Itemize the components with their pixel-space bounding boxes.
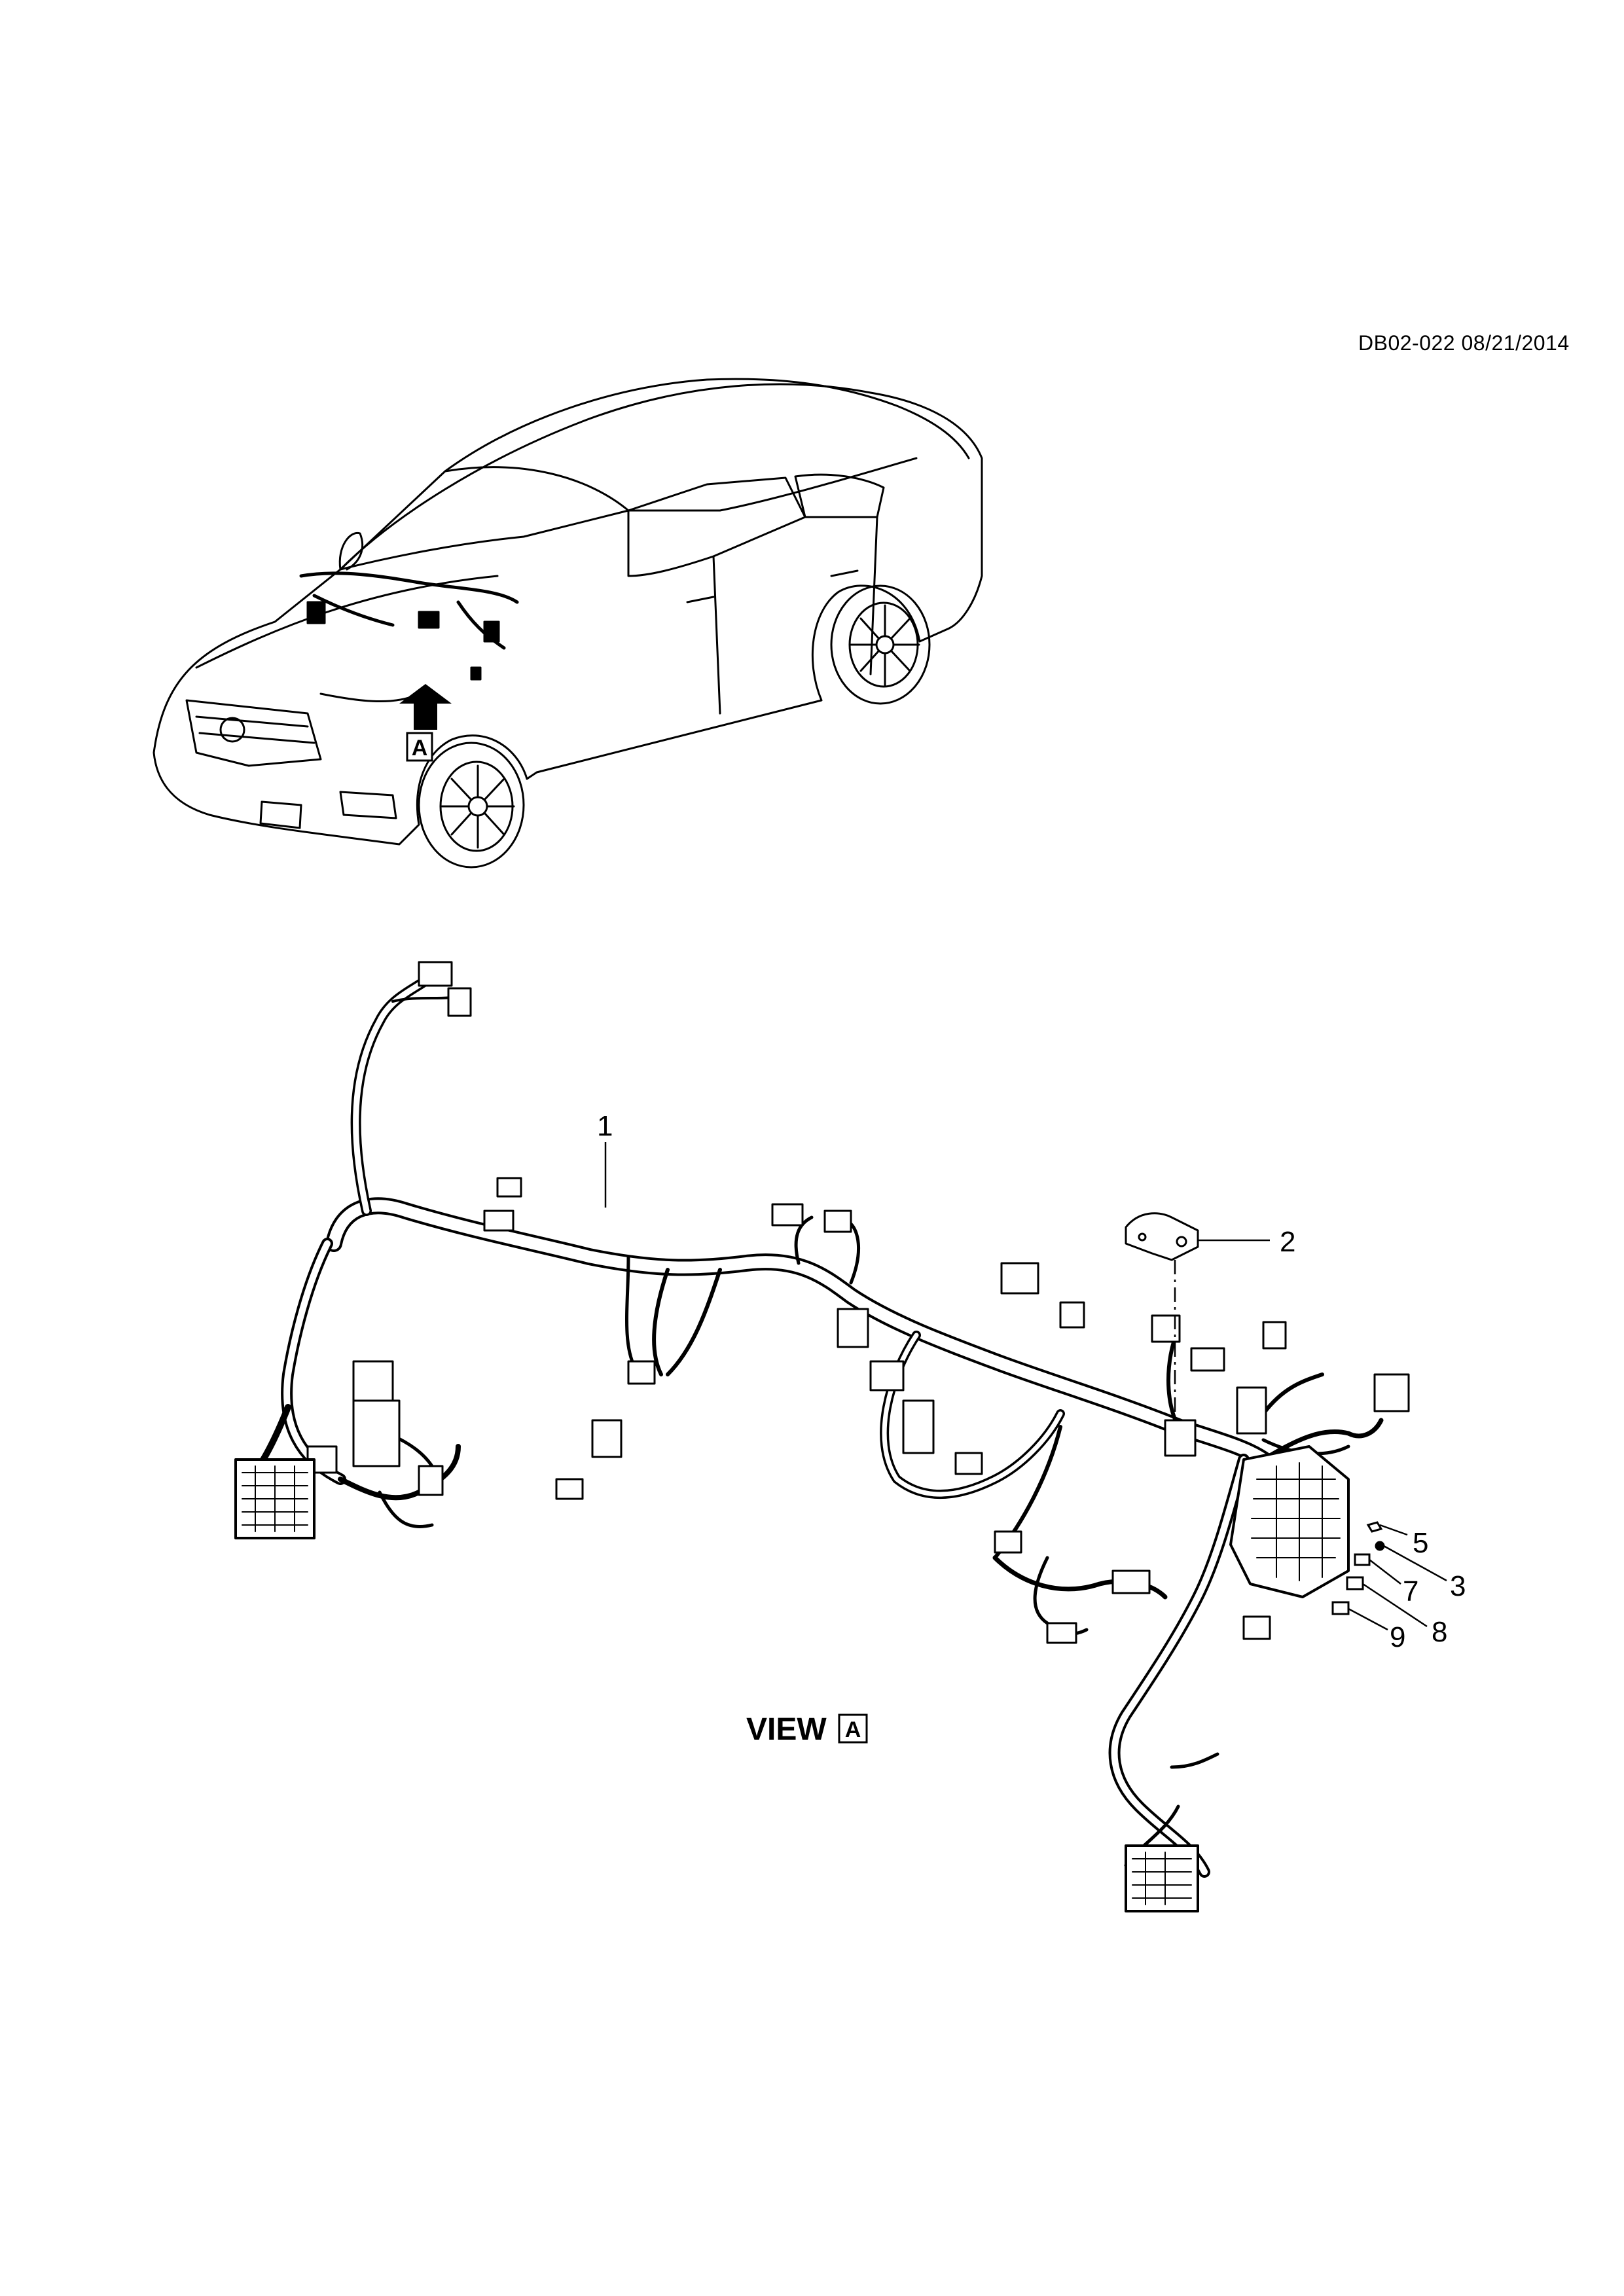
- part-2-bracket: [1125, 1212, 1199, 1261]
- view-caption-marker: A: [845, 1717, 861, 1742]
- view-marker-letter: A: [412, 736, 428, 761]
- callout-1: 1: [597, 1110, 613, 1142]
- callout-7: 7: [1403, 1575, 1418, 1607]
- callout-3: 3: [1450, 1570, 1466, 1602]
- body-control-module-left: [234, 1458, 316, 1539]
- callout-2: 2: [1280, 1226, 1295, 1258]
- instrument-panel-wiring-harness: [234, 961, 1410, 1912]
- callout-9: 9: [1390, 1621, 1405, 1653]
- callout-5: 5: [1413, 1527, 1428, 1559]
- document-code: DB02-022 08/21/2014: [1358, 331, 1570, 355]
- fuse-block: [1229, 1445, 1350, 1598]
- view-caption-text: VIEW: [746, 1712, 827, 1747]
- view-a-caption: VIEW A: [746, 1712, 868, 1747]
- callout-numbers: 1 2 5 3 7 8 9: [597, 1110, 1466, 1653]
- vehicle-overview-illustration: [153, 378, 983, 869]
- lower-connector-module: [1125, 1844, 1199, 1912]
- callout-leader-lines: [604, 1142, 1447, 1631]
- callout-8: 8: [1432, 1616, 1447, 1648]
- view-a-arrow: A: [399, 684, 452, 762]
